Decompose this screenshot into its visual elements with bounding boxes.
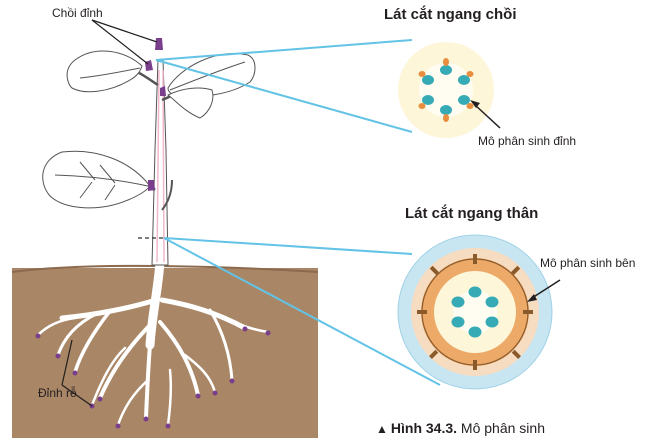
stem-connector-bottom bbox=[163, 237, 441, 386]
lateral-meristem-arrow bbox=[531, 279, 561, 299]
apical-bud-leader-1 bbox=[91, 19, 158, 43]
stem-cross-section bbox=[397, 234, 553, 390]
bud-connector-bottom bbox=[155, 59, 413, 133]
lateral-meristem-label: Mô phân sinh bên bbox=[540, 256, 636, 270]
leaf-mid-right bbox=[167, 87, 214, 119]
root-system bbox=[36, 257, 270, 427]
apical-meristem-arrow bbox=[473, 103, 501, 129]
bud-cross-section bbox=[398, 42, 494, 138]
bud-connector-top bbox=[155, 39, 413, 61]
caption-text: Mô phân sinh bbox=[460, 420, 545, 436]
figure-caption: ▲Hình 34.3. Mô phân sinh bbox=[376, 420, 545, 436]
figure-number: Hình 34.3. bbox=[390, 420, 458, 436]
root-tip-label: Đỉnh rễ bbox=[38, 386, 77, 400]
caption-triangle-icon: ▲ bbox=[376, 422, 388, 436]
apical-bud-leader-2 bbox=[91, 19, 149, 65]
apical-meristem-label: Mô phân sinh đỉnh bbox=[478, 134, 577, 148]
leaf-upper-left bbox=[66, 50, 143, 93]
bud-cross-section-title: Lát cắt ngang chồi bbox=[384, 6, 517, 23]
cambium-ticks bbox=[417, 254, 533, 370]
soil bbox=[12, 268, 318, 438]
root-tip-leader-2 bbox=[61, 339, 73, 386]
root-tip-leader-1 bbox=[61, 384, 93, 407]
stem-connector-top bbox=[163, 237, 413, 255]
apical-bud-label: Chồi đỉnh bbox=[52, 6, 103, 20]
stem-cross-section-title: Lát cắt ngang thân bbox=[405, 205, 539, 222]
